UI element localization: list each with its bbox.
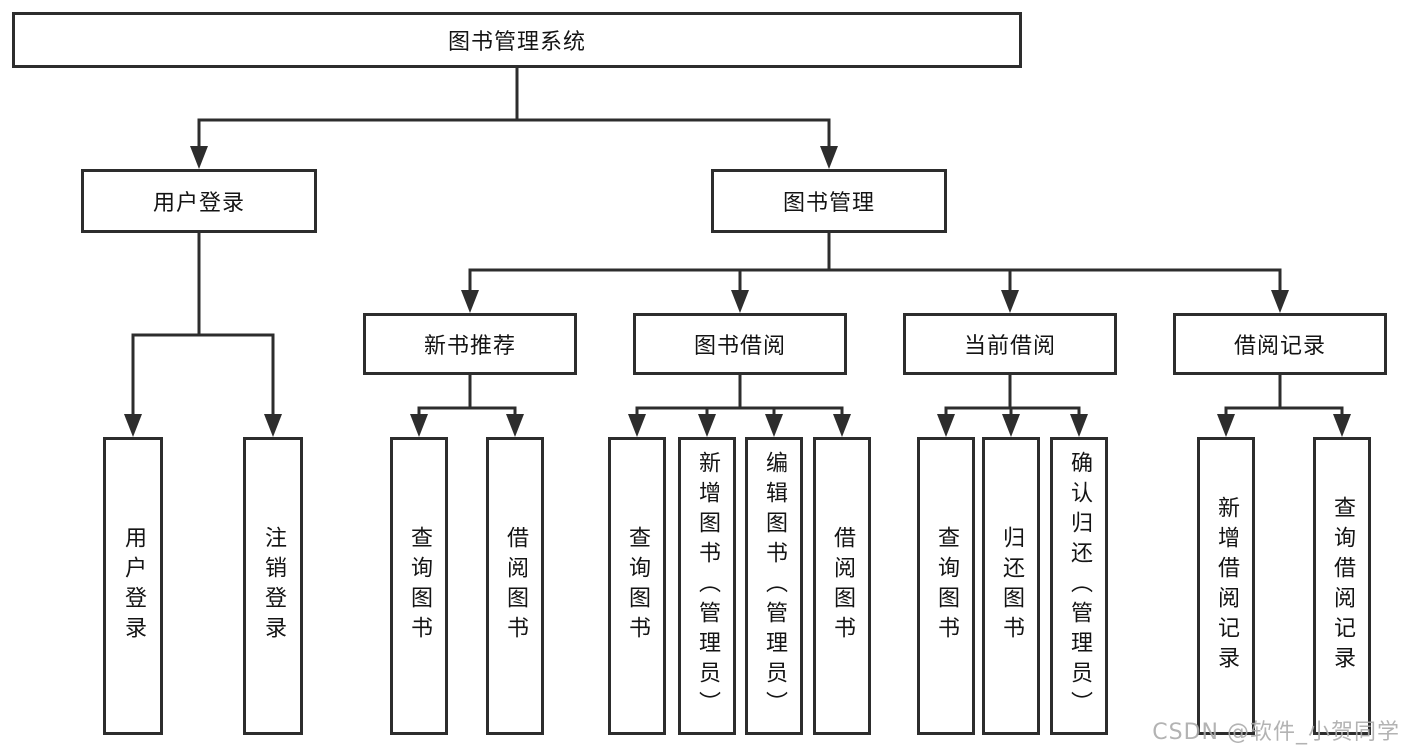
node-user-login: 用户登录 <box>81 169 317 233</box>
node-label: 查询图书 <box>934 526 959 646</box>
node-leaf-query-borrow-record: 查询借阅记录 <box>1313 437 1371 735</box>
node-label: 注销登录 <box>261 526 286 646</box>
node-leaf-user-login: 用户登录 <box>103 437 163 735</box>
node-leaf-borrow-books-1: 借阅图书 <box>486 437 544 735</box>
csdn-watermark: CSDN @软件_小贺同学 <box>1152 720 1400 745</box>
node-leaf-confirm-return-admin: 确认归还（管理员） <box>1050 437 1108 735</box>
node-leaf-query-books-1: 查询图书 <box>390 437 448 735</box>
node-label: 查询图书 <box>625 526 650 646</box>
node-leaf-query-books-3: 查询图书 <box>917 437 975 735</box>
node-leaf-return-books: 归还图书 <box>982 437 1040 735</box>
node-label: 新增借阅记录 <box>1214 496 1239 676</box>
node-label: 归还图书 <box>999 526 1024 646</box>
node-leaf-add-borrow-record: 新增借阅记录 <box>1197 437 1255 735</box>
node-label: 借阅图书 <box>830 526 855 646</box>
node-leaf-add-books-admin: 新增图书（管理员） <box>678 437 736 735</box>
node-label: 确认归还（管理员） <box>1067 451 1092 721</box>
node-label: 编辑图书（管理员） <box>762 451 787 721</box>
node-new-book-recommend: 新书推荐 <box>363 313 577 375</box>
node-book-management: 图书管理 <box>711 169 947 233</box>
node-borrowing-records: 借阅记录 <box>1173 313 1387 375</box>
node-leaf-logout: 注销登录 <box>243 437 303 735</box>
node-label: 新增图书（管理员） <box>695 451 720 721</box>
node-leaf-query-books-2: 查询图书 <box>608 437 666 735</box>
node-label: 查询图书 <box>407 526 432 646</box>
node-label: 查询借阅记录 <box>1330 496 1355 676</box>
node-label: 借阅图书 <box>503 526 528 646</box>
node-book-borrowing: 图书借阅 <box>633 313 847 375</box>
node-leaf-borrow-books-2: 借阅图书 <box>813 437 871 735</box>
node-leaf-edit-books-admin: 编辑图书（管理员） <box>745 437 803 735</box>
node-label: 用户登录 <box>121 526 146 646</box>
node-current-borrowing: 当前借阅 <box>903 313 1117 375</box>
node-library-system: 图书管理系统 <box>12 12 1022 68</box>
